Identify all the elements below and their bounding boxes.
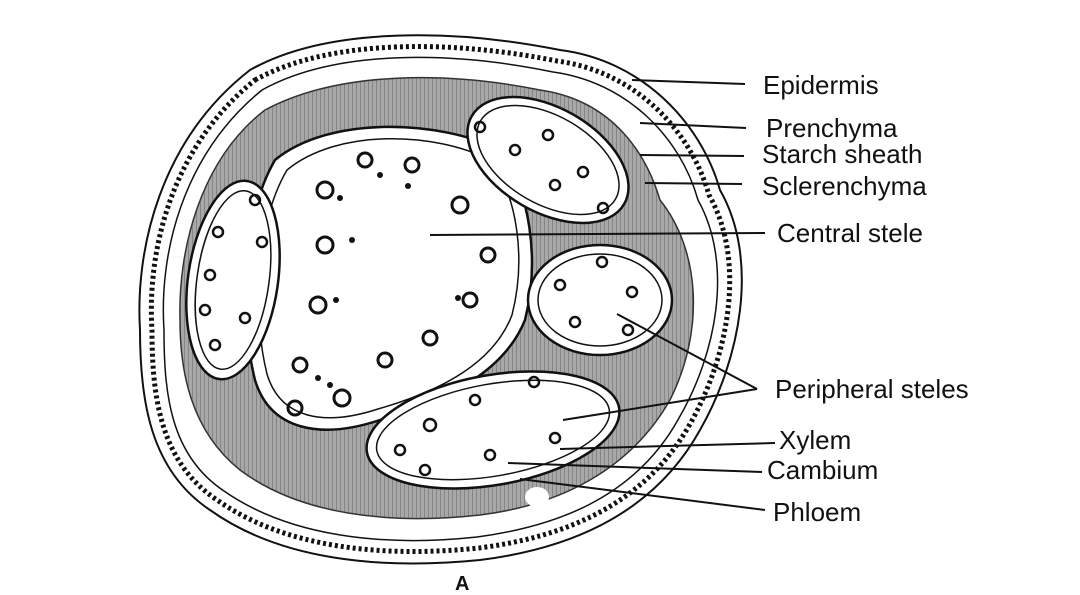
label-starch-sheath: Starch sheath	[762, 139, 922, 169]
labels: Epidermis Prenchyma Starch sheath Sclere…	[455, 70, 969, 595]
label-epidermis: Epidermis	[763, 70, 879, 100]
leader-cambium	[507, 462, 763, 473]
leader-starch-sheath	[639, 154, 745, 157]
leader-central-stele	[429, 232, 766, 236]
leader-xylem	[559, 442, 776, 450]
leader-parenchyma	[639, 122, 747, 129]
label-sclerenchyma: Sclerenchyma	[762, 171, 927, 201]
peripheral-stele-left	[185, 179, 281, 381]
leader-phloem	[519, 478, 766, 511]
xylem-vessels	[286, 151, 497, 417]
leader-lines	[429, 79, 776, 511]
figure-letter: A	[455, 573, 469, 595]
leader-epidermis	[631, 79, 746, 85]
white-spot	[525, 487, 549, 507]
label-cambium: Cambium	[767, 455, 878, 485]
peripheral-stele-bottom	[365, 370, 621, 490]
peripheral-stele-right	[526, 243, 674, 357]
label-phloem: Phloem	[773, 497, 861, 527]
label-parenchyma: Prenchyma	[766, 113, 898, 143]
leader-peripheral-stele-2	[562, 388, 758, 421]
leader-peripheral-stele-1	[616, 313, 758, 390]
label-xylem: Xylem	[779, 425, 851, 455]
peripheral-stele-top-right	[466, 95, 630, 225]
leader-sclerenchyma	[644, 182, 743, 185]
label-peripheral-steles: Peripheral steles	[775, 374, 969, 404]
central-stele	[244, 125, 534, 431]
label-central-stele: Central stele	[777, 218, 923, 248]
